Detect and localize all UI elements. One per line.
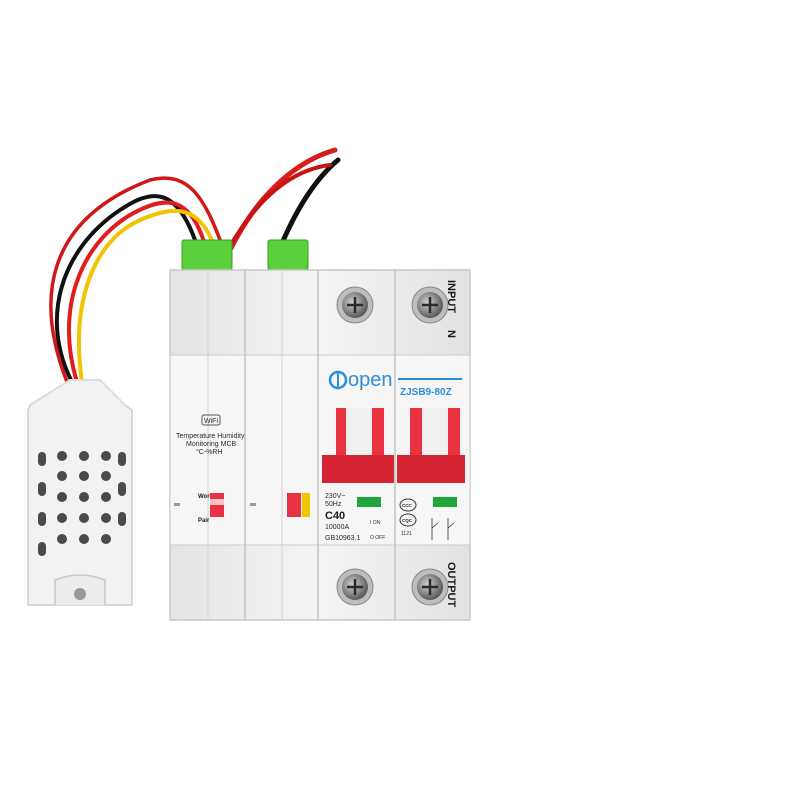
- module-text-line2: Monitoring MCB: [186, 441, 237, 448]
- off-label: O OFF: [370, 535, 385, 541]
- module-text-line3: °C-%RH: [196, 448, 223, 456]
- temperature-humidity-sensor: [27, 379, 133, 606]
- breaker-handle-right[interactable]: [397, 408, 465, 483]
- sensor-mount-hole: [74, 588, 86, 600]
- rating-label: C40: [325, 510, 345, 522]
- module-switch[interactable]: [287, 493, 301, 517]
- wifi-badge: WiFi: [204, 418, 218, 425]
- voltage-label: 230V~: [325, 493, 345, 500]
- output-label: OUTPUT: [445, 562, 457, 608]
- n-label: N: [445, 330, 457, 338]
- wiring-diagram-icon: [431, 518, 455, 540]
- module-text-line1: Temperature Humidity: [176, 433, 245, 440]
- indicator-left: [357, 497, 381, 507]
- ccc-mark: CCC: [402, 503, 412, 508]
- pair-label: Pair: [198, 518, 210, 524]
- sensor-vent-holes: [38, 451, 126, 556]
- code-label: 1121: [401, 531, 412, 537]
- brand-logo: open: [328, 369, 393, 391]
- output-screw-right: [411, 568, 449, 606]
- green-terminal-right: [267, 239, 309, 271]
- input-screw-right: [411, 286, 449, 324]
- breaker-handle-left[interactable]: [322, 408, 394, 483]
- model-label: ZJSB9-80Z: [400, 387, 452, 398]
- input-screw-left: [336, 286, 374, 324]
- smart-breaker: INPUT N OUTPUT open ZJSB9-80Z WiFi Temp: [169, 239, 471, 621]
- power-wires: [223, 147, 341, 257]
- input-label: INPUT: [445, 280, 457, 313]
- breaking-capacity: 10000A: [325, 524, 349, 531]
- brand-name: open: [348, 369, 393, 391]
- on-label: I ON: [370, 520, 381, 526]
- status-led: [302, 493, 310, 517]
- cqc-mark: CQC: [402, 518, 413, 523]
- standard-label: GB10963.1: [325, 535, 361, 542]
- sensor-cable: [49, 176, 224, 384]
- frequency-label: 50Hz: [325, 501, 342, 508]
- output-screw-left: [336, 568, 374, 606]
- work-label: Work: [198, 494, 214, 500]
- green-terminal-left: [181, 239, 233, 271]
- indicator-right: [433, 497, 457, 507]
